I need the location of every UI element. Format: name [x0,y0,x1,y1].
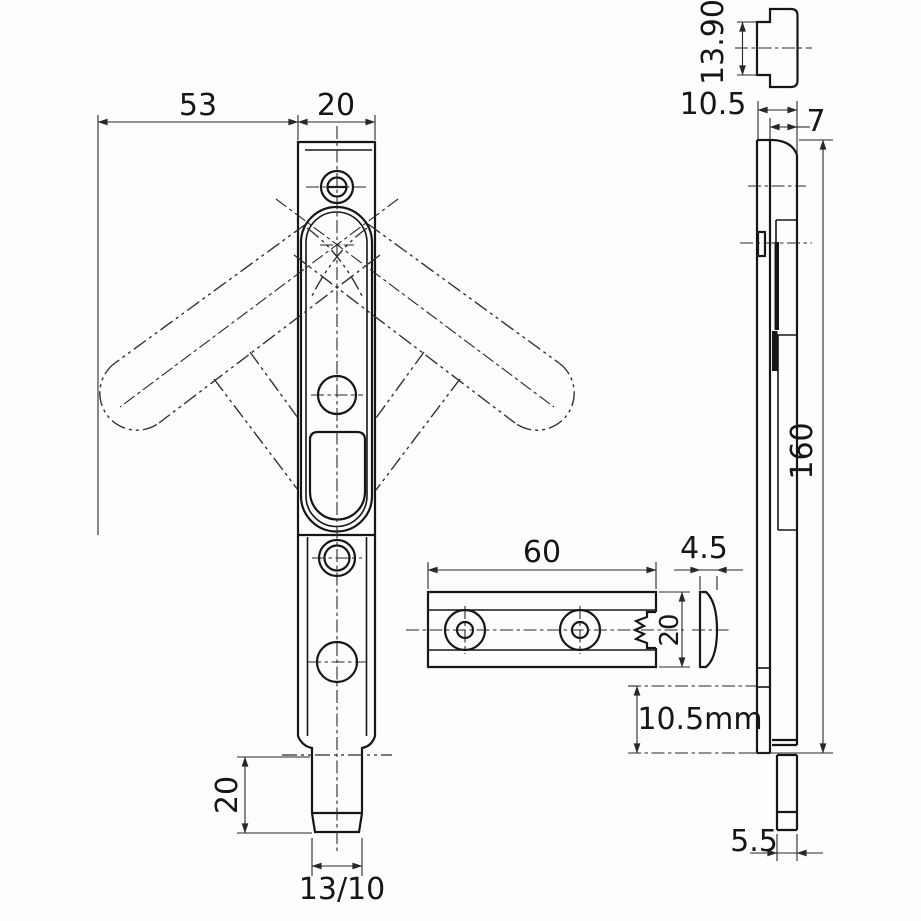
front-slot-window [308,430,367,521]
end-cap-top-view: 13.90 [696,0,812,89]
handle-sweep-arc [306,227,363,297]
dim-cap-height-label: 13.90 [696,0,731,85]
handle-mid-position-line [213,378,299,491]
side-top-cap [772,138,799,745]
right-wing-cap [514,362,575,431]
front-slot-outer [299,205,374,533]
dim-plate-width-label: 20 [317,88,355,123]
keeper-centerlines [406,606,731,654]
end-cap-outline [755,7,799,89]
side-body [755,138,799,832]
front-view: 53 20 20 13/10 [97,88,575,907]
handle-sweep-arc [311,227,368,297]
left-wing-upper-edge [114,223,307,364]
dim-keeper-length-label: 60 [523,535,561,570]
side-mushroom-cam [756,230,767,258]
keeper-dimensions: 60 20 4.5 10.5mm [427,531,763,754]
handle-mid-position-line [375,378,461,491]
dim-side-length-label: 160 [785,422,820,479]
dim-rod-width-label: 13/10 [299,872,385,907]
dim-keeper-thickness-label: 4.5 [680,531,728,566]
phantom-handle [99,198,575,756]
left-wing-lower-edge [158,254,381,424]
side-shoot-rod [775,753,799,832]
dim-rod-length-label: 20 [210,776,245,814]
front-faceplate-outline [296,140,377,834]
dim-handle-offset-label: 53 [179,88,217,123]
dim-rod-tip-label: 5.5 [730,824,778,859]
front-centerlines [306,126,368,852]
dim-keeper-width-label: 20 [655,613,685,646]
side-slide-rod-upper [774,242,779,330]
side-view: 10.5 7 160 5.5 [680,87,833,861]
keeper-outline [426,590,658,669]
dim-depth-total-label: 10.5 [680,87,747,122]
end-cap-dimensions: 13.90 [696,0,757,85]
side-slide-connector [772,331,778,371]
handle-mid-position-line [375,351,425,419]
dim-depth-body-label: 7 [806,104,825,139]
left-wing-cap [99,362,160,431]
handle-mid-position-line [249,351,299,419]
right-wing-centerline [275,198,555,408]
right-wing-lower-edge [293,254,516,424]
side-dimensions: 10.5 7 160 5.5 [680,87,833,861]
front-dimensions: 53 20 20 13/10 [97,88,385,907]
dim-backset-label: 10.5mm [637,702,762,737]
right-wing-upper-edge [367,223,560,364]
side-centerlines [740,185,812,244]
keeper-plate-view: 60 20 4.5 10.5mm [406,531,763,754]
front-slot-inner [305,211,368,528]
left-wing-centerline [119,198,399,408]
